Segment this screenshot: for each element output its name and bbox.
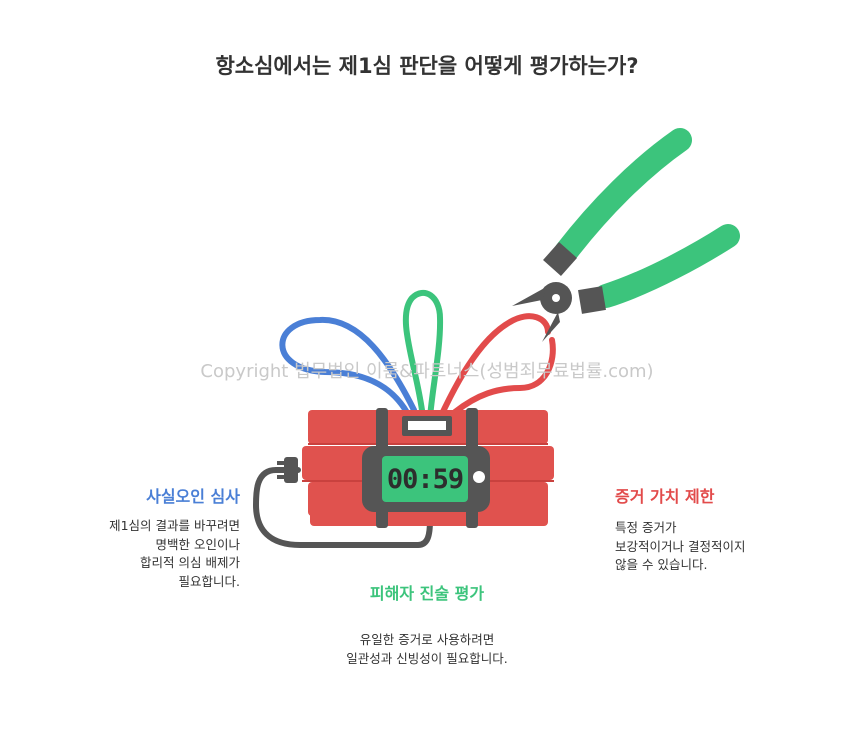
- timer-button: [473, 471, 485, 483]
- evidence-limit-description: 특정 증거가 보강적이거나 결정적이지 않을 수 있습니다.: [615, 519, 835, 575]
- detonator-cord: [252, 467, 433, 548]
- desc-line: 않을 수 있습니다.: [615, 557, 708, 572]
- victim-statement-description: 유일한 증거로 사용하려면 일관성과 신빙성이 필요합니다.: [297, 631, 557, 668]
- timer-display: 00:59: [386, 464, 464, 495]
- desc-line: 제1심의 결과를 바꾸려면: [109, 518, 240, 533]
- desc-line: 필요합니다.: [178, 573, 240, 589]
- timer-screen: [382, 456, 468, 502]
- fact-error-review-description: 제1심의 결과를 바꾸려면 명백한 오인이나 합리적 의심 배제가 필요합니다.: [40, 517, 240, 591]
- green-wire: [402, 289, 444, 421]
- victim-statement-heading: 피해자 진술 평가: [369, 584, 485, 603]
- desc-line: 보강적이거나 결정적이지: [615, 538, 746, 554]
- desc-line: 합리적 의심 배제가: [140, 555, 240, 570]
- copyright-watermark: Copyright 법무법인 이룸&파트너스(성범죄무료법률.com): [200, 361, 654, 382]
- desc-line: 유일한 증거로 사용하려면: [359, 632, 495, 647]
- evidence-limit-heading: 증거 가치 제한: [615, 487, 715, 506]
- page-title: 항소심에서는 제1심 판단을 어떻게 평가하는가?: [215, 54, 639, 78]
- fact-error-review-heading: 사실오인 심사: [146, 487, 240, 506]
- blue-wire: [279, 316, 417, 421]
- pliers-icon: [512, 128, 740, 342]
- red-wire: [437, 313, 551, 421]
- red-wire-end: [452, 337, 556, 415]
- desc-line: 특정 증거가: [615, 520, 677, 535]
- plug-icon: [277, 457, 298, 483]
- desc-line: 일관성과 신빙성이 필요합니다.: [346, 650, 508, 666]
- desc-line: 명백한 오인이나: [155, 536, 240, 552]
